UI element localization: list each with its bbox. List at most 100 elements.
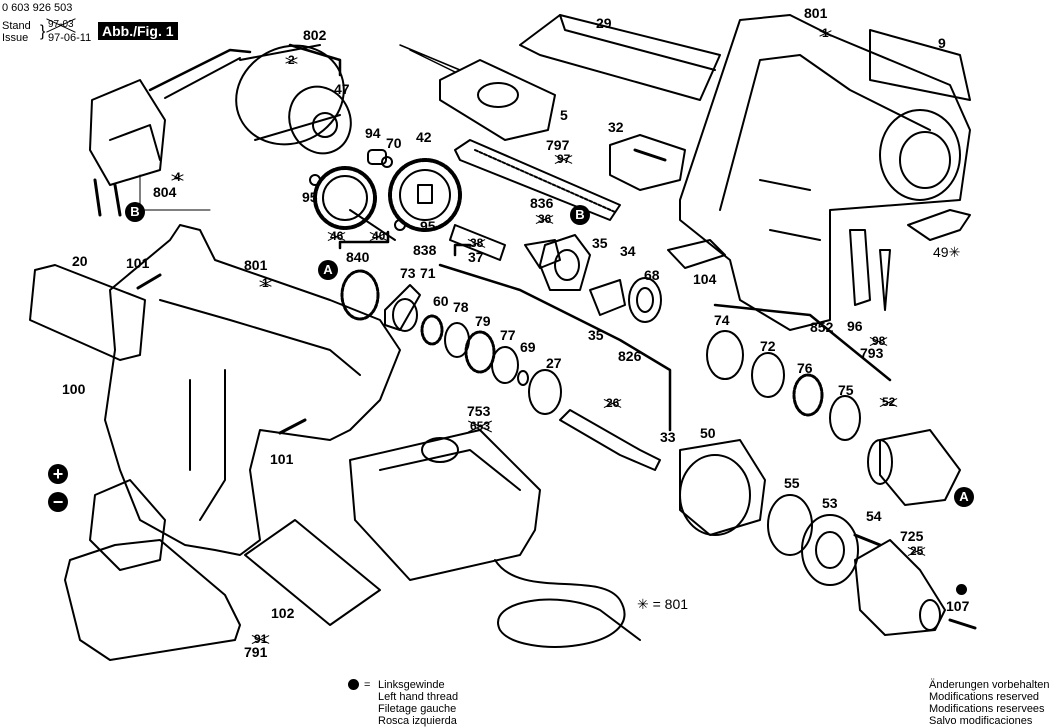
- callout-91: 91: [254, 632, 268, 646]
- charger: [349, 429, 641, 648]
- screws: [136, 273, 977, 630]
- callout-54: 54: [866, 508, 882, 524]
- callout-793: 793: [860, 345, 884, 361]
- callout-33: 33: [660, 429, 676, 445]
- callout-840: 840: [346, 249, 370, 265]
- callout-35a: 35: [592, 235, 608, 251]
- callout-801-left: 801: [244, 257, 268, 273]
- callout-4: 4: [174, 170, 181, 184]
- minus-icon: −: [48, 492, 68, 512]
- callout-60: 60: [433, 293, 449, 309]
- callout-101-top: 101: [126, 255, 150, 271]
- callout-70: 70: [386, 135, 402, 151]
- callout-801-top: 801: [804, 5, 828, 21]
- callout-68: 68: [644, 267, 660, 283]
- callout-94: 94: [365, 125, 381, 141]
- callout-27: 27: [546, 355, 562, 371]
- callout-95a: 95: [302, 189, 318, 205]
- callout-55: 55: [784, 475, 800, 491]
- callout-78: 78: [453, 299, 469, 315]
- reserved-en: Modifications reserved: [929, 691, 1040, 703]
- callout-76: 76: [797, 360, 813, 376]
- left-thread-dot-icon: [956, 584, 967, 595]
- callout-1-left: 1: [262, 276, 269, 290]
- callout-9: 9: [938, 35, 946, 51]
- callout-826: 826: [618, 348, 642, 364]
- battery-pack: [64, 479, 241, 661]
- gearbox-parts: [340, 234, 662, 471]
- reserved-es: Salvo modificaciones: [929, 715, 1033, 727]
- direction-switch: [609, 134, 686, 191]
- belt-clip: [907, 209, 971, 241]
- callout-26: 26: [606, 396, 620, 410]
- callout-38: 38: [470, 236, 484, 250]
- brace: }: [40, 23, 46, 40]
- callout-42: 42: [416, 129, 432, 145]
- callout-653: 653: [470, 419, 491, 433]
- legend-dot-icon: [348, 679, 359, 690]
- callout-74: 74: [714, 312, 730, 328]
- callout-791: 791: [244, 644, 268, 660]
- asterisk-icon: ✳: [948, 244, 961, 260]
- legend-left-thread-de: Linksgewinde: [378, 679, 445, 691]
- gasket: [244, 519, 381, 626]
- callout-49-number: 49: [933, 244, 949, 260]
- asterisk-note: ✳ = 801: [637, 596, 689, 612]
- callout-725: 725: [900, 528, 924, 544]
- legend-left-thread-en: Left hand thread: [378, 691, 459, 703]
- callout-104: 104: [693, 271, 717, 287]
- legend-left-thread-fr: Filetage gauche: [378, 703, 457, 715]
- callout-37: 37: [468, 249, 484, 265]
- callout-95b: 95: [420, 218, 436, 234]
- callout-46: 46: [330, 229, 344, 243]
- callout-77: 77: [500, 327, 516, 343]
- callout-2: 2: [288, 53, 295, 67]
- issue-label: Issue: [2, 32, 29, 44]
- callout-1-top: 1: [822, 26, 829, 40]
- callout-34: 34: [620, 243, 636, 259]
- housing-right: [679, 14, 971, 331]
- housing-left: [29, 224, 401, 556]
- callout-98: 98: [872, 334, 886, 348]
- leader-lines: [288, 43, 892, 432]
- callout-53: 53: [822, 495, 838, 511]
- callout-79: 79: [475, 313, 491, 329]
- callout-802: 802: [303, 27, 327, 43]
- switch: [89, 79, 211, 217]
- callout-40: 40: [372, 229, 386, 243]
- marker-a-left: A: [318, 260, 338, 280]
- callout-852: 852: [810, 319, 834, 335]
- issue-date: 97-06-11: [48, 32, 92, 44]
- callout-49: 49✳: [933, 245, 960, 259]
- callout-804: 804: [153, 184, 177, 200]
- motor: [148, 44, 352, 155]
- stand-label: Stand: [2, 20, 31, 32]
- callout-753: 753: [467, 403, 491, 419]
- callout-836: 836: [530, 195, 554, 211]
- marker-b-right: B: [570, 205, 590, 225]
- top-cover: [399, 14, 721, 141]
- legend-equals: =: [364, 679, 371, 691]
- strap: [454, 139, 621, 221]
- marker-a-right: A: [954, 487, 974, 507]
- callout-96: 96: [847, 318, 863, 334]
- plus-icon: +: [48, 464, 68, 484]
- callout-29: 29: [596, 15, 612, 31]
- callout-797: 797: [546, 137, 570, 153]
- gears: [309, 149, 506, 261]
- part-number: 0 603 926 503: [2, 2, 73, 14]
- callout-101-bottom: 101: [270, 451, 294, 467]
- callout-97: 97: [557, 152, 571, 166]
- callout-20: 20: [72, 253, 88, 269]
- callout-36: 36: [538, 212, 552, 226]
- callout-52: 52: [882, 395, 896, 409]
- chuck-parts: [679, 229, 961, 636]
- callout-73: 73: [400, 265, 416, 281]
- callout-75: 75: [838, 382, 854, 398]
- reserved-fr: Modifications reservees: [929, 703, 1045, 715]
- terminal-board: [667, 239, 726, 269]
- callout-72: 72: [760, 338, 776, 354]
- old-date: 97-03: [48, 19, 74, 30]
- callout-50: 50: [700, 425, 716, 441]
